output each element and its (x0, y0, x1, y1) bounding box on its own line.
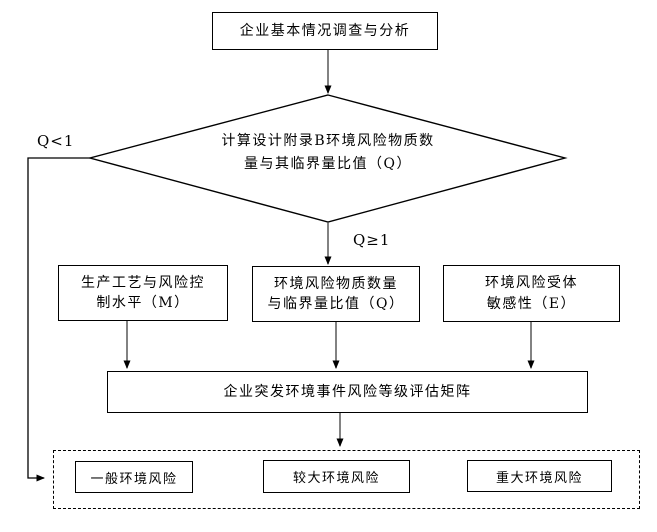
branch-label-q-greater-equal-1: Q≥1 (353, 231, 391, 249)
factor-box-q-line1: 环境风险物质数量 (274, 275, 398, 292)
factor-box-m-line1: 生产工艺与风险控 (81, 274, 205, 291)
title-box: 企业基本情况调查与分析 (212, 12, 438, 50)
result-group-dashed-box (53, 450, 640, 509)
result-box-larger-label: 较大环境风险 (292, 471, 380, 486)
factor-box-e: 环境风险受体 敏感性（E） (443, 265, 620, 322)
factor-box-e-line1: 环境风险受体 (485, 275, 578, 292)
factor-box-e-line2: 敏感性（E） (486, 295, 577, 312)
matrix-box: 企业突发环境事件风险等级评估矩阵 (107, 371, 588, 413)
result-box-major: 重大环境风险 (467, 460, 612, 492)
result-box-general-label: 一般环境风险 (90, 471, 178, 487)
title-box-label: 企业基本情况调查与分析 (239, 22, 411, 39)
matrix-box-label: 企业突发环境事件风险等级评估矩阵 (223, 383, 472, 400)
decision-line1: 计算设计附录B环境风险物质数 (221, 133, 435, 149)
branch-label-q-less-than-1: Q<1 (37, 132, 75, 150)
result-box-general: 一般环境风险 (75, 461, 193, 493)
decision-diamond-text: 计算设计附录B环境风险物质数 量与其临界量比值（Q） (168, 130, 488, 176)
decision-line2: 量与其临界量比值（Q） (244, 156, 412, 173)
factor-box-m-line2: 制水平（M） (96, 295, 190, 311)
result-box-major-label: 重大环境风险 (495, 470, 583, 486)
factor-box-m: 生产工艺与风险控 制水平（M） (58, 265, 228, 321)
result-box-larger: 较大环境风险 (263, 460, 410, 493)
factor-box-q-line2: 与临界量比值（Q） (267, 296, 405, 312)
factor-box-q: 环境风险物质数量 与临界量比值（Q） (252, 266, 420, 322)
